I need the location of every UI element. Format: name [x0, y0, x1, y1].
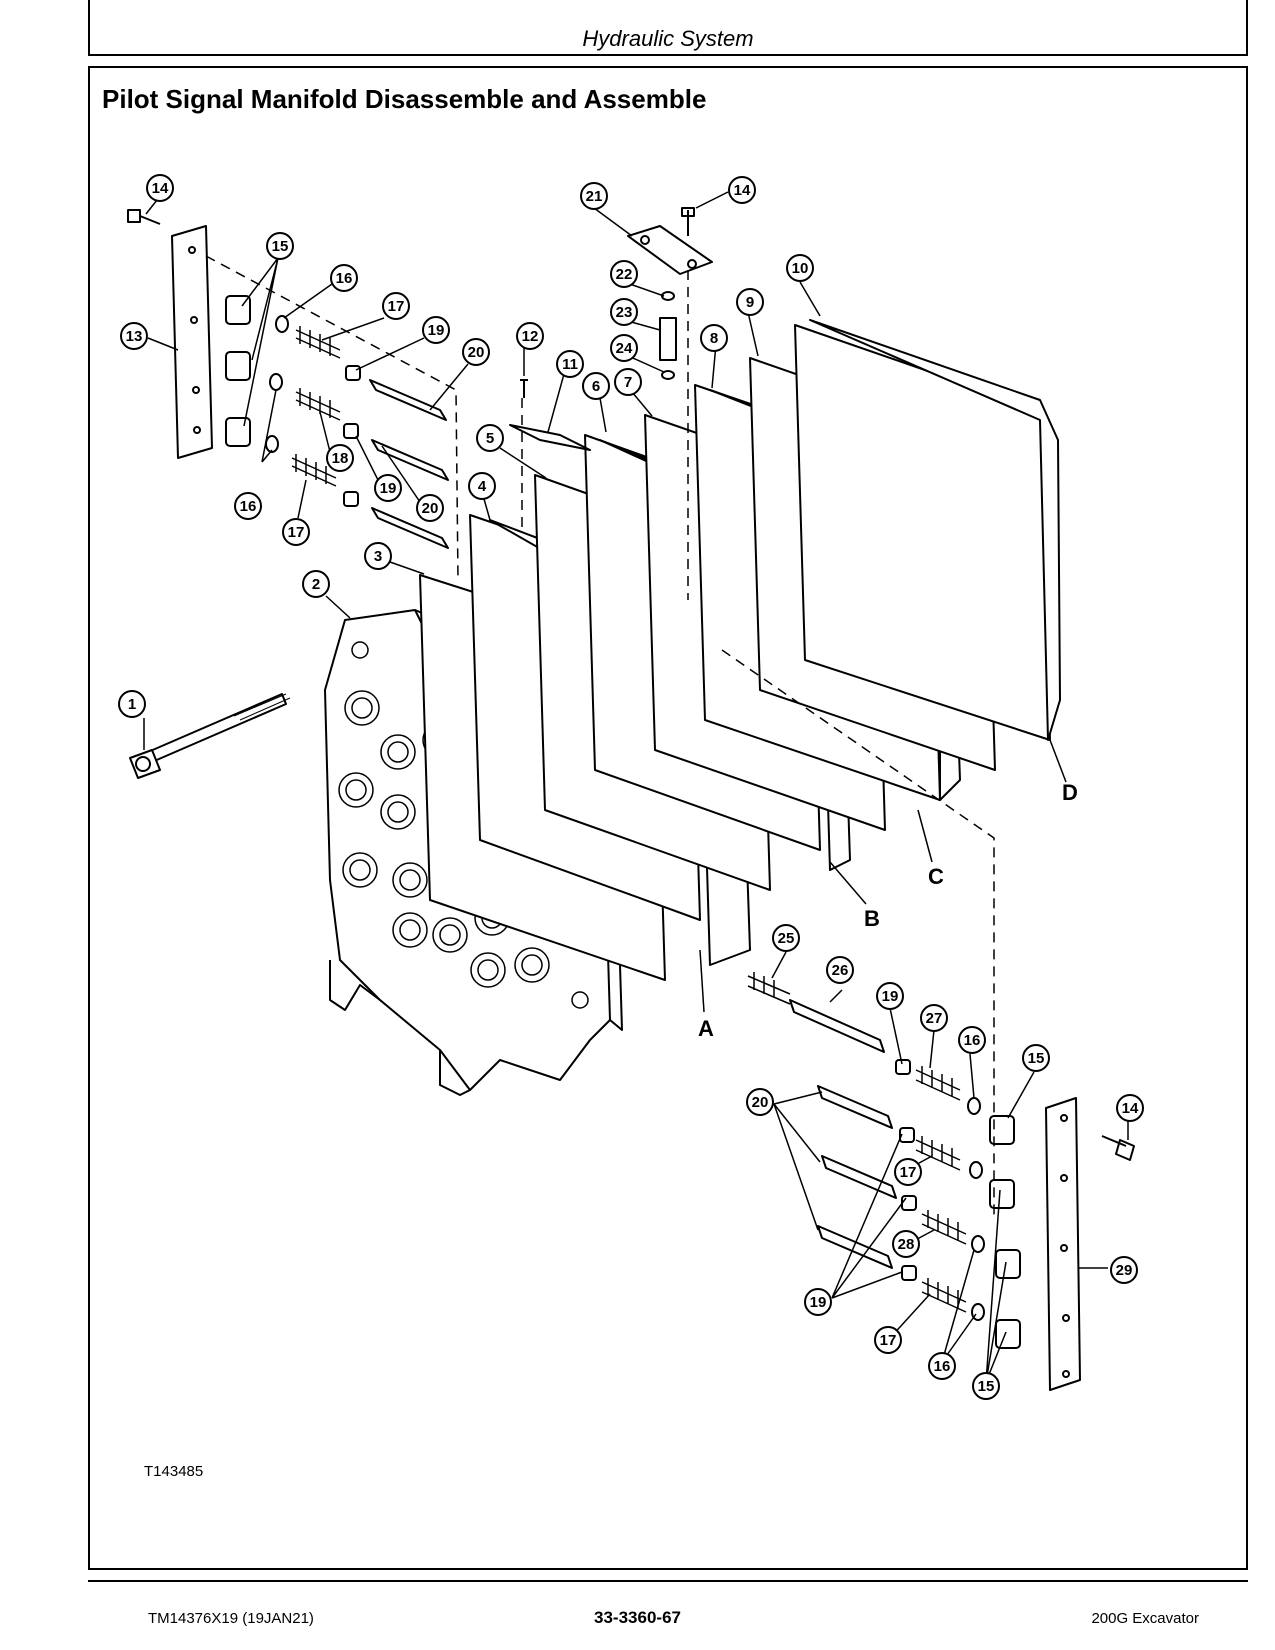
callout-15: 15	[978, 1378, 995, 1395]
callout-7: 7	[624, 374, 632, 391]
callout-9: 9	[746, 294, 754, 311]
callout-14: 14	[734, 182, 751, 199]
callout-14: 14	[1122, 1100, 1139, 1117]
footer-doc-id: TM14376X19 (19JAN21)	[148, 1610, 314, 1627]
callout-29: 29	[1116, 1262, 1133, 1279]
content-frame	[88, 66, 1248, 1570]
callout-25: 25	[778, 930, 795, 947]
bolt-1	[129, 693, 291, 779]
plate-21	[627, 225, 713, 275]
callout-19: 19	[428, 322, 445, 339]
header-frame: Hydraulic System	[88, 0, 1248, 56]
callout-26: 26	[832, 962, 849, 979]
callout-2: 2	[312, 576, 320, 593]
callout-19: 19	[380, 480, 397, 497]
callout-15: 15	[272, 238, 289, 255]
callout-20: 20	[752, 1094, 769, 1111]
figure-id: T143485	[144, 1463, 204, 1480]
callout-17: 17	[900, 1164, 917, 1181]
callout-5: 5	[486, 430, 494, 447]
callout-10: 10	[792, 260, 809, 277]
callout-11: 11	[562, 356, 578, 373]
callout-17: 17	[288, 524, 305, 541]
callout-15: 15	[1028, 1050, 1045, 1067]
callout-6: 6	[592, 378, 600, 395]
exploded-view-diagram: 14 15 13 16 17 19 20 18 19 16 20 17 21 1…	[118, 174, 1144, 1400]
callout-16: 16	[240, 498, 257, 515]
label-a: A	[698, 1016, 714, 1041]
callout-21: 21	[586, 188, 603, 205]
cover-plate-29	[1045, 1097, 1081, 1391]
callout-24: 24	[616, 340, 633, 357]
callout-8: 8	[710, 330, 718, 347]
callout-22: 22	[616, 266, 633, 283]
footer-rule	[88, 1580, 1248, 1582]
plate-D	[809, 319, 1061, 741]
callout-27: 27	[926, 1010, 943, 1027]
callout-23: 23	[616, 304, 633, 321]
callout-19: 19	[810, 1294, 827, 1311]
label-d: D	[1062, 780, 1078, 805]
callout-13: 13	[126, 328, 143, 345]
footer-page-number: 33-3360-67	[594, 1608, 681, 1627]
callout-19: 19	[882, 988, 899, 1005]
cover-plate-13	[171, 225, 213, 459]
callout-16: 16	[336, 270, 353, 287]
callout-12: 12	[522, 328, 539, 345]
label-c: C	[928, 864, 944, 889]
callout-16: 16	[964, 1032, 981, 1049]
left-parts	[225, 295, 449, 549]
callout-17: 17	[880, 1332, 897, 1349]
callout-18: 18	[332, 450, 349, 467]
callout-20: 20	[468, 344, 485, 361]
callout-3: 3	[374, 548, 382, 565]
label-b: B	[864, 906, 880, 931]
cover-11	[509, 424, 591, 451]
callout-28: 28	[898, 1236, 915, 1253]
callout-14: 14	[152, 180, 169, 197]
section-title: Hydraulic System	[582, 26, 754, 51]
callout-16: 16	[934, 1358, 951, 1375]
callout-17: 17	[388, 298, 405, 315]
callout-4: 4	[478, 478, 487, 495]
footer-model: 200G Excavator	[1091, 1610, 1199, 1627]
callout-1: 1	[128, 696, 136, 713]
callout-20: 20	[422, 500, 439, 517]
right-parts	[747, 972, 1021, 1349]
screw-12	[520, 379, 528, 398]
page-title: Pilot Signal Manifold Disassemble and As…	[102, 84, 707, 114]
